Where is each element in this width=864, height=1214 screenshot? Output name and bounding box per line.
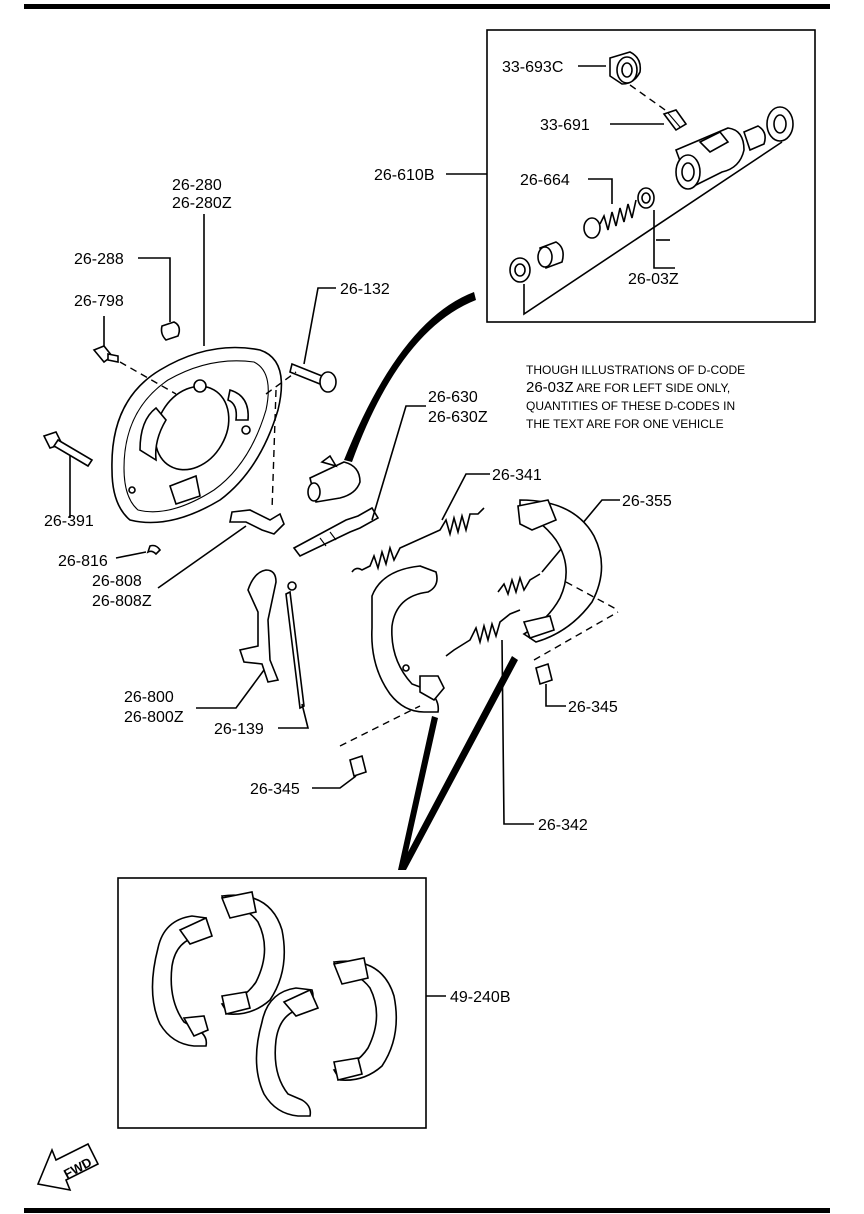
label-26-280: 26-280	[172, 177, 222, 194]
kit-shoe-4-part	[332, 957, 398, 1082]
bleeder-bolt-part	[92, 345, 119, 364]
label-26-798: 26-798	[74, 293, 124, 310]
kit-shoe-1-part	[151, 915, 214, 1047]
label-26-355: 26-355	[622, 493, 672, 510]
label-33-693c: 33-693C	[502, 59, 563, 76]
fwd-arrow-icon: FWD	[36, 1142, 100, 1192]
piston-part-small	[537, 241, 564, 270]
cup-part-small	[637, 187, 655, 209]
plug-part	[160, 321, 181, 341]
note-line-3: QUANTITIES OF THESE D-CODES IN	[526, 399, 735, 413]
hub-bolt-part	[289, 362, 337, 393]
retainer-left-part	[349, 754, 367, 778]
backing-plate-part	[111, 346, 283, 524]
wheel-cylinder-part	[307, 454, 361, 503]
bleeder-cap-part	[609, 51, 642, 85]
label-26-341: 26-341	[492, 467, 542, 484]
label-26-610b: 26-610B	[374, 167, 435, 184]
label-26-800: 26-800	[124, 689, 174, 706]
kit-shoe-3-part	[255, 987, 320, 1117]
label-26-816: 26-816	[58, 553, 108, 570]
mounting-bolt-part	[42, 431, 94, 468]
label-49-240b: 49-240B	[450, 989, 511, 1006]
label-26-345-left: 26-345	[250, 781, 300, 798]
bottom-border	[24, 1208, 830, 1213]
box-pointer-upper	[344, 292, 476, 462]
cup-part-large	[509, 257, 531, 283]
brake-shoe-kit-box	[117, 877, 427, 1129]
note-text: THOUGH ILLUSTRATIONS OF D-CODE 26-03Z AR…	[526, 363, 745, 431]
label-26-391: 26-391	[44, 513, 94, 530]
return-spring-upper-part	[351, 507, 485, 573]
boot-part	[766, 106, 794, 142]
label-26-664: 26-664	[520, 172, 570, 189]
note-code: 26-03Z	[526, 379, 574, 396]
label-26-800z: 26-800Z	[124, 709, 184, 726]
label-26-808z: 26-808Z	[92, 593, 152, 610]
kit-shoe-2-part	[220, 891, 286, 1016]
bleeder-screw-part	[662, 109, 688, 132]
parking-lever-part	[238, 569, 280, 683]
label-26-288: 26-288	[74, 251, 124, 268]
pin-part	[285, 581, 305, 710]
note-line-2: 26-03Z ARE FOR LEFT SIDE ONLY,	[526, 379, 730, 396]
return-spring-lower-part	[445, 609, 521, 657]
label-26-132: 26-132	[340, 281, 390, 298]
label-26-342: 26-342	[538, 817, 588, 834]
brake-shoe-left-part	[371, 565, 445, 713]
wheel-cylinder-kit-box	[486, 29, 816, 323]
clip-part	[146, 544, 162, 556]
strut-part	[229, 509, 285, 535]
note-line-2-rest: ARE FOR LEFT SIDE ONLY,	[574, 381, 731, 395]
label-26-139: 26-139	[214, 721, 264, 738]
wheel-cylinder-body-part	[674, 127, 745, 190]
cylinder-spring-part	[583, 199, 637, 239]
hold-spring-part	[497, 573, 541, 597]
label-33-691: 33-691	[540, 117, 590, 134]
label-26-280z: 26-280Z	[172, 195, 232, 212]
note-line-1: THOUGH ILLUSTRATIONS OF D-CODE	[526, 363, 745, 377]
top-border	[24, 4, 830, 9]
adjuster-part	[292, 506, 380, 558]
label-26-630z: 26-630Z	[428, 409, 488, 426]
label-26-630: 26-630	[428, 389, 478, 406]
retainer-right-part	[535, 662, 553, 686]
piston-part	[743, 125, 766, 152]
label-26-808: 26-808	[92, 573, 142, 590]
brake-shoe-right-part	[517, 499, 603, 643]
note-line-4: THE TEXT ARE FOR ONE VEHICLE	[526, 417, 724, 431]
label-26-345-right: 26-345	[568, 699, 618, 716]
label-26-03z: 26-03Z	[628, 271, 679, 288]
box-pointer-lower	[398, 656, 518, 870]
